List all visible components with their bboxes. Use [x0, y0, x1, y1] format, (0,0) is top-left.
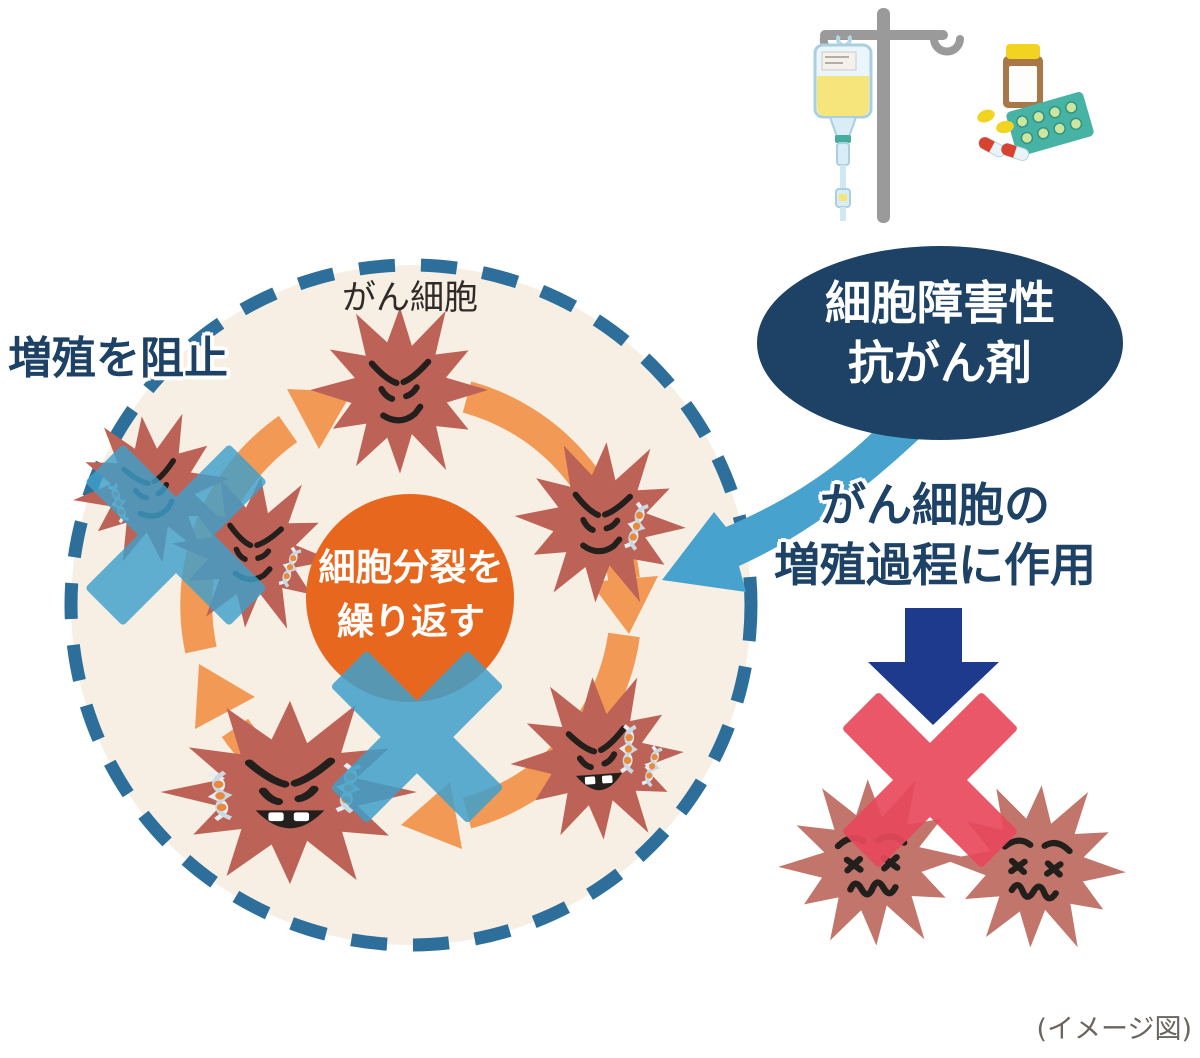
orange-cycle-arrow-icon: [590, 576, 658, 634]
orange-cycle-arrow-icon: [195, 664, 255, 729]
drug-action-line1: がん細胞の: [820, 478, 1050, 532]
cancer-cell-label: がん細胞: [342, 278, 478, 318]
drug-name-line2: 抗がん剤: [848, 335, 1032, 390]
pill-bottle-icon: [1003, 44, 1043, 108]
drug-action-label: がん細胞の増殖過程に作用: [705, 476, 1165, 596]
capsule-pills-icon: [977, 109, 1030, 161]
drug-action-line2: 増殖過程に作用: [774, 537, 1096, 592]
drug-bubble-label: 細胞障害性抗がん剤: [760, 274, 1120, 394]
block-proliferation-label: 増殖を阻止: [8, 333, 228, 384]
iv-drip-icon: [813, 8, 964, 223]
image-caption: (イメージ図): [1036, 1014, 1192, 1045]
blister-pack-icon: [1006, 92, 1094, 156]
blue-curved-arrow-icon: [662, 412, 920, 592]
cell-division-line1: 細胞分裂を: [318, 546, 504, 589]
drug-bubble: [757, 246, 1123, 440]
orange-cycle-arrow-icon: [287, 389, 352, 449]
cell-division-circle: [306, 494, 514, 702]
drug-name-line1: 細胞障害性: [825, 276, 1055, 330]
cell-division-label: 細胞分裂を繰り返す: [280, 541, 542, 648]
navy-down-arrow-icon: [868, 608, 999, 725]
cell-division-line2: 繰り返す: [337, 599, 485, 643]
oral-medicine-icons: [977, 44, 1094, 161]
